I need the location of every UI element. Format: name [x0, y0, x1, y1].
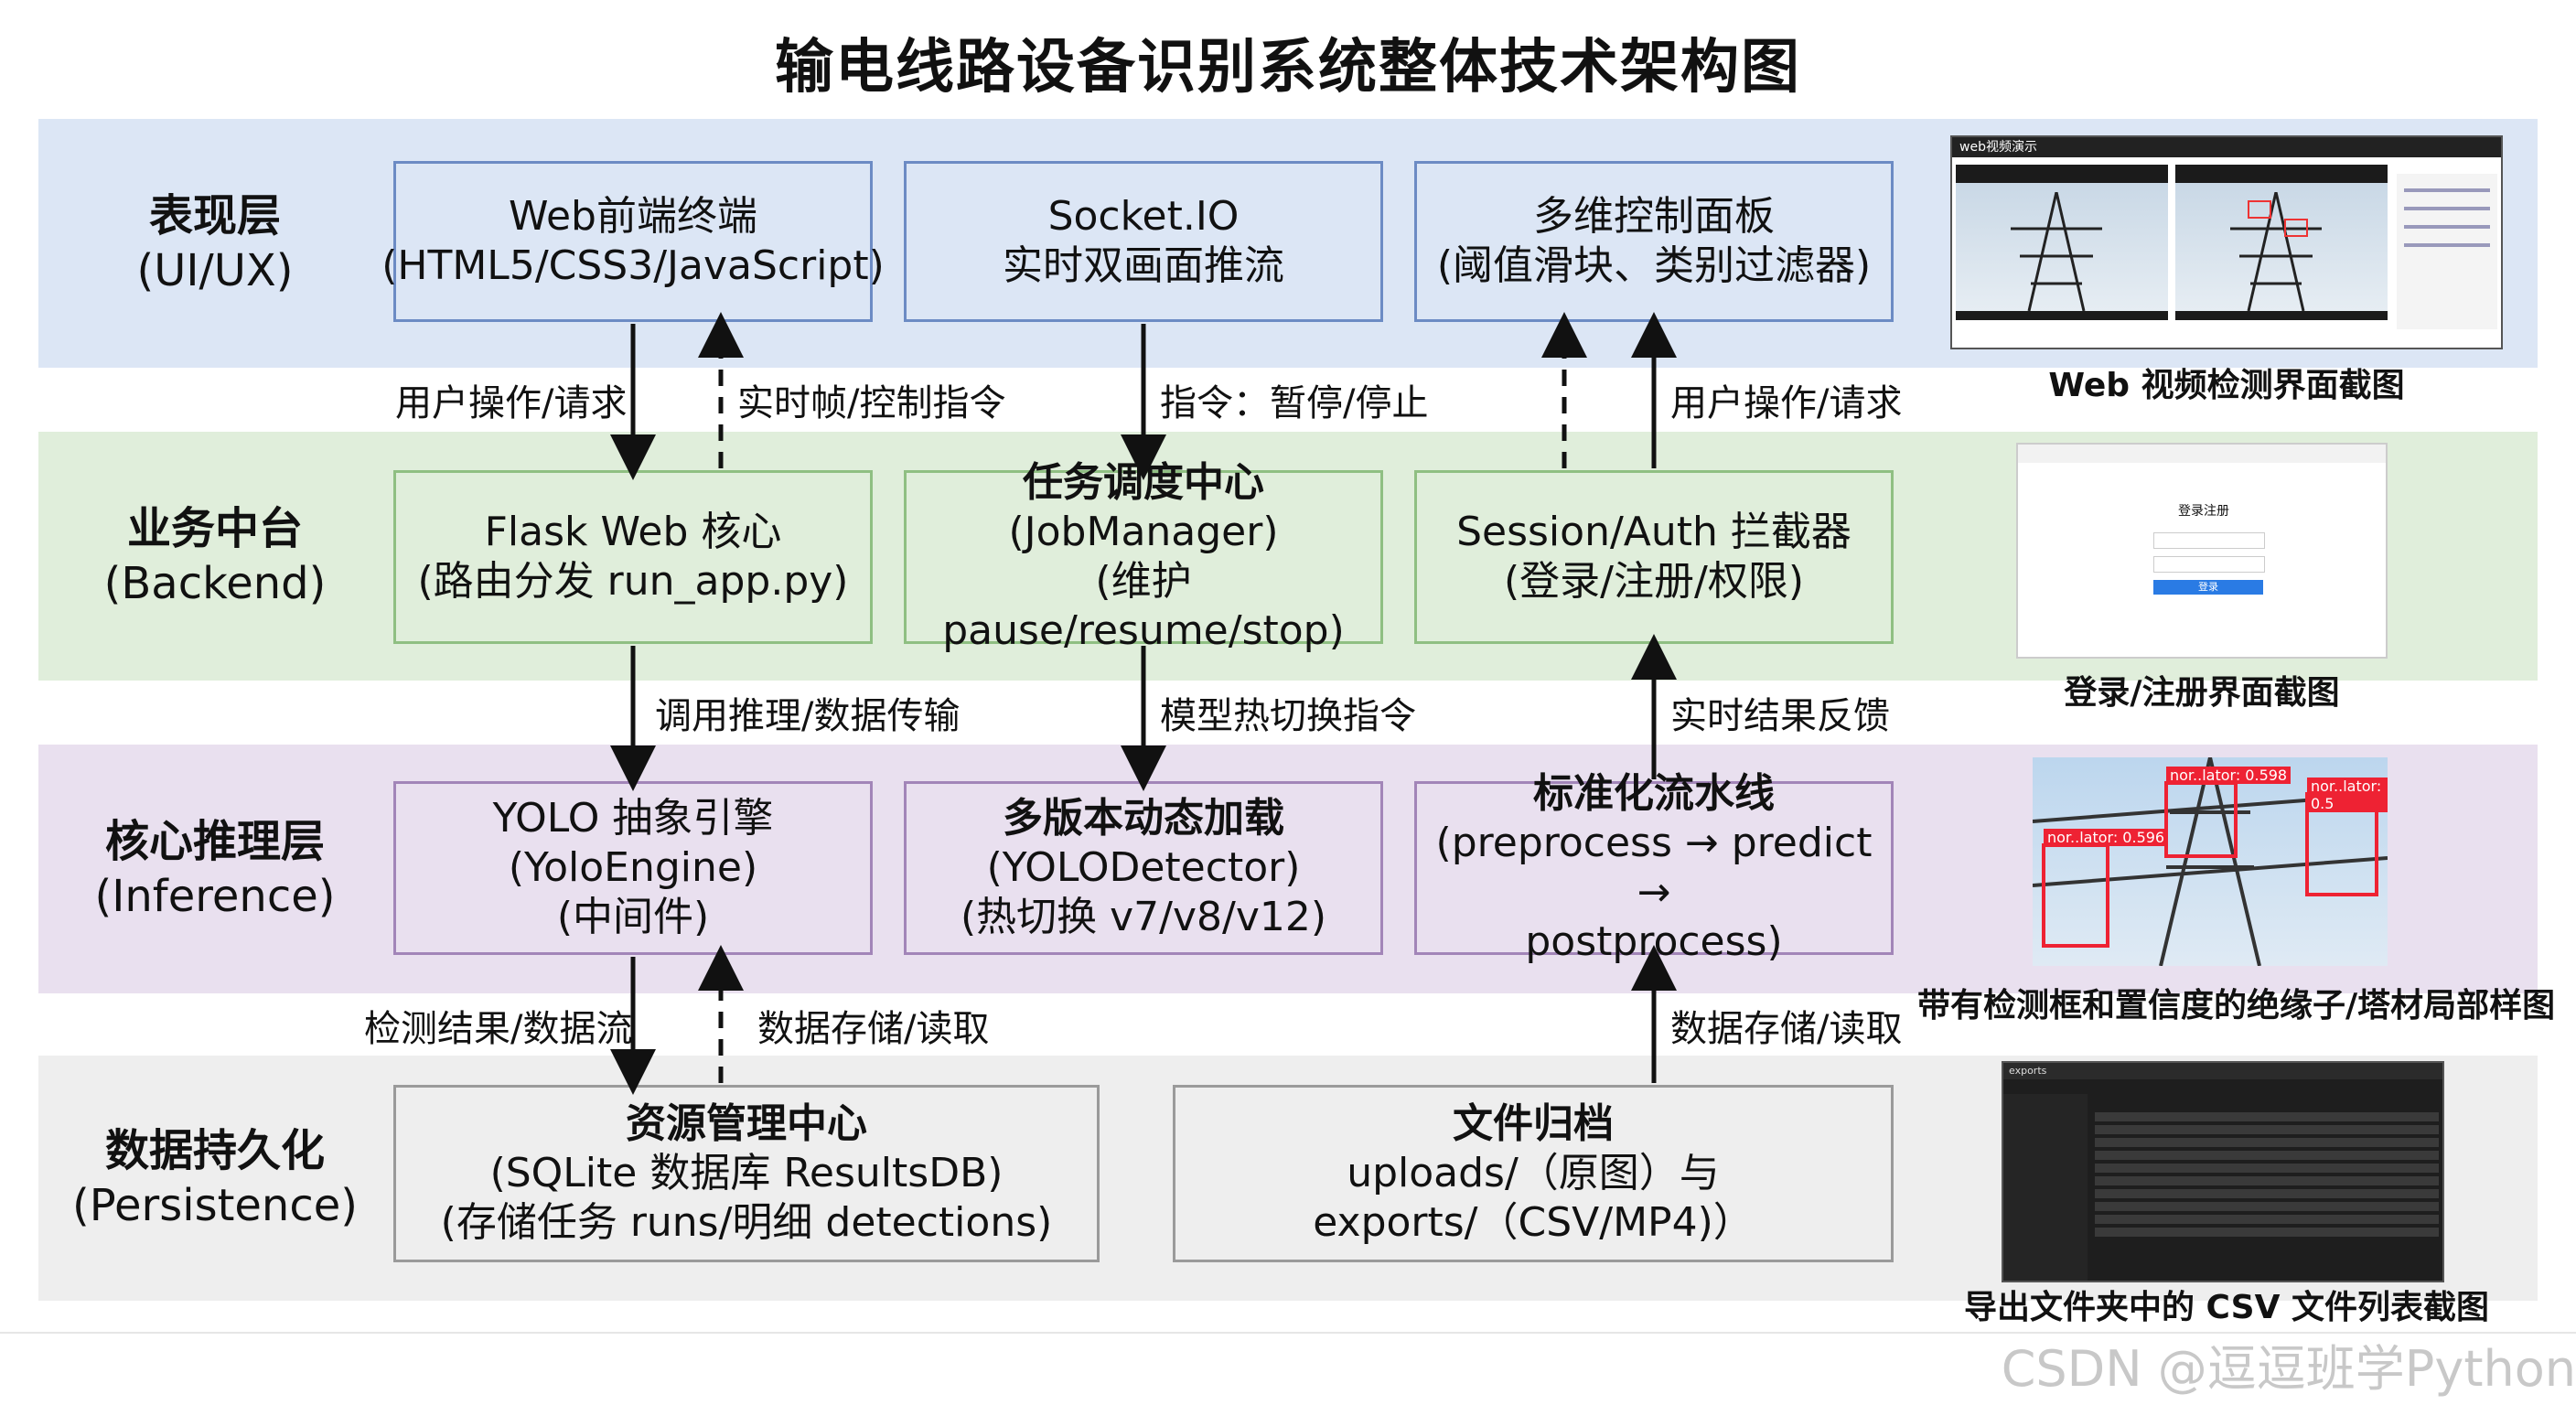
tower-icon: [2011, 192, 2102, 311]
csv-path: exports: [2003, 1063, 2442, 1079]
tower-detected-icon: [2230, 192, 2322, 311]
footer-divider: [0, 1332, 2576, 1334]
edge-label-call-infer: 调用推理/数据传输: [655, 695, 961, 737]
caption-login: 登录/注册界面截图: [2064, 674, 2340, 712]
edge-label-realtime-frame: 实时帧/控制指令: [737, 382, 1006, 424]
watermark: CSDN @逗逗班学Python: [2001, 1340, 2576, 1398]
video-right-player: [2175, 165, 2388, 320]
thumb-web-video: web视频演示: [1950, 135, 2503, 349]
layer-label-backend: 业务中台(Backend): [103, 503, 327, 609]
diagram-title: 输电线路设备识别系统整体技术架构图: [775, 34, 1801, 102]
thumb-csv-files: exports: [2002, 1061, 2444, 1282]
edge-label-user-op-2: 用户操作/请求: [1670, 382, 1903, 424]
edge-label-model-switch: 模型热切换指令: [1160, 695, 1416, 737]
login-heading: 登录注册: [2178, 504, 2229, 519]
caption-web-video: Web 视频检测界面截图: [2048, 367, 2405, 404]
edge-label-data-store-2: 数据存储/读取: [1670, 1008, 1903, 1050]
edge-label-data-store-1: 数据存储/读取: [757, 1008, 990, 1050]
login-button: 登录: [2153, 580, 2263, 595]
box-control-panel: 多维控制面板(阈值滑块、类别过滤器): [1414, 161, 1894, 322]
box-job-center: 任务调度中心(JobManager)(维护 pause/resume/stop): [904, 459, 1383, 654]
insulator-tower-icon: [2033, 757, 2388, 966]
caption-csv-files: 导出文件夹中的 CSV 文件列表截图: [1964, 1289, 2489, 1326]
layer-label-persistence: 数据持久化(Persistence): [72, 1125, 358, 1231]
box-resource-center: 资源管理中心(SQLite 数据库 ResultsDB)(存储任务 runs/明…: [393, 1085, 1100, 1262]
video-left-player: [1956, 165, 2168, 320]
layer-label-ui: 表现层(UI/UX): [136, 190, 294, 296]
thumb-web-video-header: web视频演示: [1952, 137, 2501, 157]
thumb-login: 登录注册 登录: [2016, 443, 2388, 659]
edge-label-realtime-feedback: 实时结果反馈: [1670, 695, 1890, 737]
edge-label-command: 指令：暂停/停止: [1160, 382, 1429, 424]
video-control-sliders: [2397, 174, 2497, 329]
caption-insulator: 带有检测框和置信度的绝缘子/塔材局部样图: [1917, 987, 2556, 1024]
edge-label-user-op-1: 用户操作/请求: [395, 382, 628, 424]
layer-label-inference: 核心推理层(Inference): [94, 816, 336, 922]
detect-label-3: nor..lator: 0.5: [2307, 778, 2388, 812]
detect-label-2: nor..lator: 0.596: [2044, 829, 2169, 846]
box-multi-version: 多版本动态加载(YOLODetector)(热切换 v7/v8/v12): [904, 781, 1383, 955]
box-yolo-engine: YOLO 抽象引擎(YoloEngine)(中间件): [393, 781, 873, 955]
box-session-auth: Session/Auth 拦截器(登录/注册/权限): [1414, 470, 1894, 644]
thumb-insulator: nor..lator: 0.598 nor..lator: 0.596 nor.…: [2033, 757, 2388, 966]
detect-label-1: nor..lator: 0.598: [2166, 767, 2292, 784]
box-web-frontend: Web前端终端(HTML5/CSS3/JavaScript): [381, 161, 885, 322]
edge-label-detect-result: 检测结果/数据流: [364, 1008, 633, 1050]
